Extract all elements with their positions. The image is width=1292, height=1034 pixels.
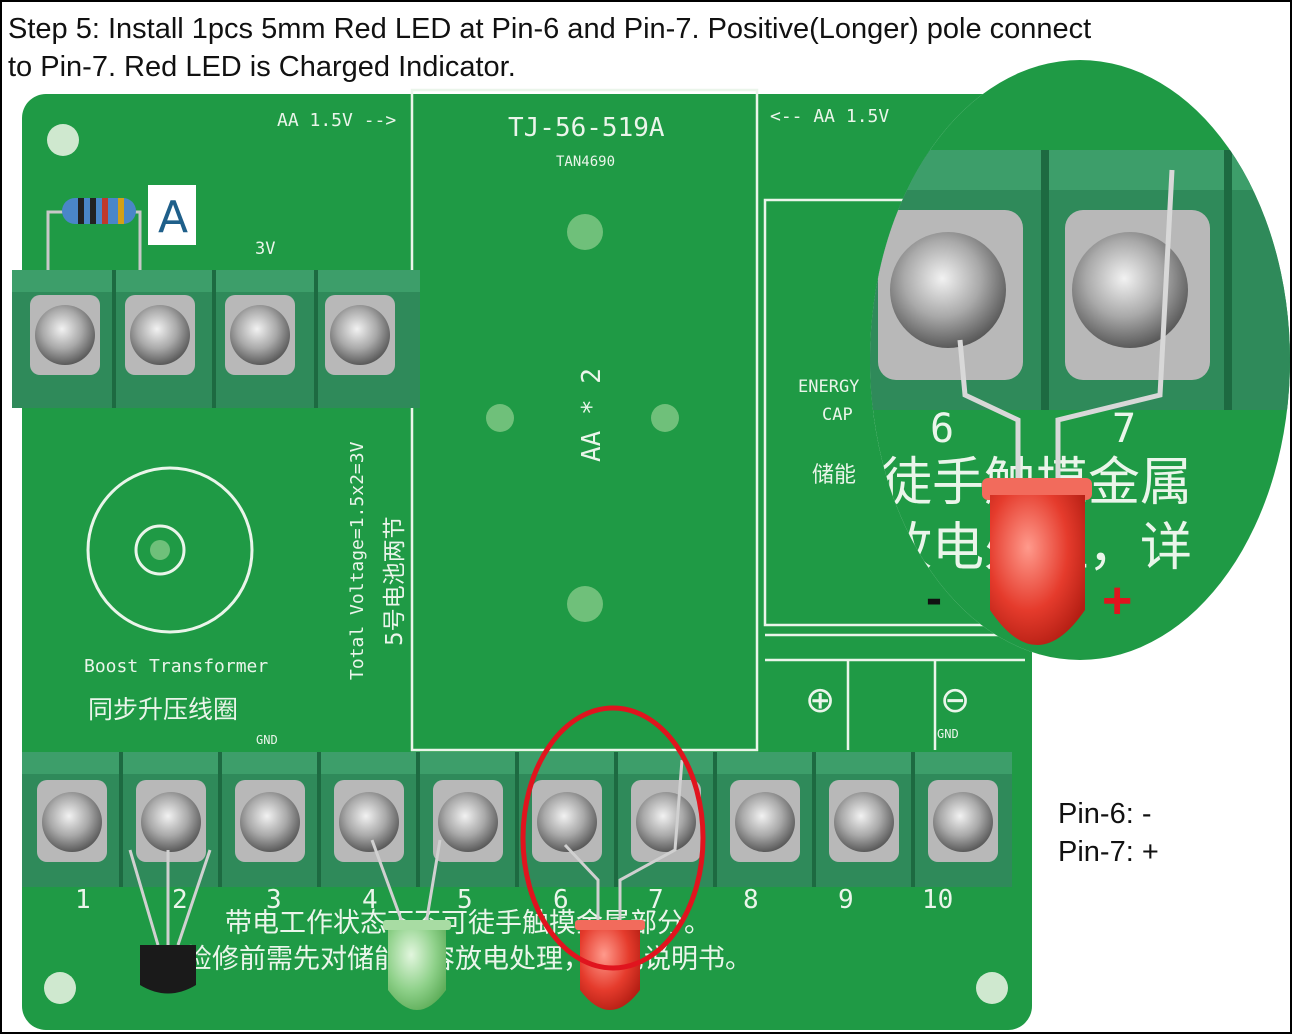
gnd-right-label: GND	[937, 727, 959, 741]
pin-label-2: 2	[172, 885, 188, 915]
zoom-pin-7: 7	[1112, 406, 1136, 452]
pin-label-1: 1	[75, 885, 91, 915]
pin-label-6: 6	[553, 885, 569, 915]
step-caption: Step 5: Install 1pcs 5mm Red LED at Pin-…	[8, 10, 1278, 86]
battery-right-label: <-- AA 1.5V	[770, 106, 889, 127]
bottom-terminal-screws	[37, 780, 998, 862]
screw	[35, 305, 95, 365]
zoom-minus: -	[926, 572, 942, 625]
pin-label-4: 4	[362, 885, 378, 915]
pin-label-8: 8	[743, 885, 759, 915]
minus-symbol: ⊖	[940, 680, 970, 721]
warning-line-2: 检修前需先对储能电容放电处理，详见说明书。	[185, 944, 752, 975]
label-a: A	[158, 192, 188, 243]
boost-label: Boost Transformer	[84, 656, 268, 677]
mounting-hole	[44, 972, 76, 1004]
energy-label: ENERGY	[798, 377, 859, 397]
green-led	[388, 925, 446, 1010]
battery-count-label: AA * 2	[577, 368, 607, 462]
pin-label-9: 9	[838, 885, 854, 915]
zoom-inset: 6 7 徒手触摸金属 放电处理，详	[870, 60, 1290, 660]
pin-label-5: 5	[457, 885, 473, 915]
mounting-hole	[976, 972, 1008, 1004]
label-a-box	[148, 185, 196, 245]
mounting-hole	[47, 124, 79, 156]
pin-label-3: 3	[266, 885, 282, 915]
cap-label: CAP	[822, 405, 853, 425]
pin-6-note: Pin-6: -	[1058, 798, 1152, 830]
screw	[130, 305, 190, 365]
screw	[330, 305, 390, 365]
battery-cn-label: 5号电池两节	[382, 516, 408, 646]
pin-notes: Pin-6: - Pin-7: +	[1058, 795, 1159, 871]
store-cn-label: 储能	[812, 463, 856, 488]
total-voltage-label: Total Voltage=1.5x2=3V	[347, 441, 368, 680]
zoom-plus: +	[1102, 572, 1132, 630]
pin-7-note: Pin-7: +	[1058, 836, 1159, 868]
label-3v: 3V	[255, 239, 275, 259]
zoom-pin-6: 6	[930, 406, 954, 452]
zoom-red-led	[990, 495, 1085, 645]
transformer-outline	[86, 466, 254, 634]
resistor	[62, 198, 136, 224]
caption-line-2: to Pin-7. Red LED is Charged Indicator.	[8, 51, 516, 83]
battery-outline	[410, 88, 759, 752]
highlight-ellipse	[520, 705, 706, 971]
batch-label: TAN4690	[556, 154, 615, 170]
top-terminal-screws	[30, 295, 395, 375]
boost-cn-label: 同步升压线圈	[88, 695, 238, 724]
gnd-left-label: GND	[256, 733, 278, 747]
battery-left-label: AA 1.5V -->	[277, 110, 396, 131]
pin-label-7: 7	[648, 885, 664, 915]
pin-label-10: 10	[922, 885, 953, 915]
transistor	[140, 945, 196, 994]
model-label: TJ-56-519A	[508, 113, 665, 143]
plus-symbol: ⊕	[805, 680, 835, 721]
screw	[230, 305, 290, 365]
caption-line-1: Step 5: Install 1pcs 5mm Red LED at Pin-…	[8, 13, 1092, 45]
